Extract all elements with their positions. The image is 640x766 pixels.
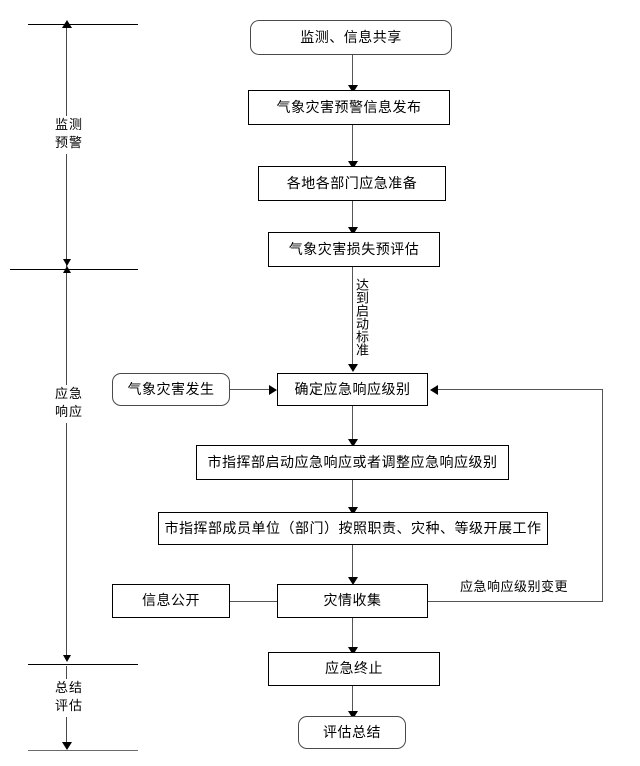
phase-divider-monitor-response [10,269,138,270]
edge-label-level-change: 应急响应级别变更 [458,576,571,595]
phase-label-response-line1: 应急 [54,387,83,402]
phase-label-response: 应急 响应 [42,385,96,423]
connector-n6-n7 [352,406,353,444]
phase-divider-bottom [28,750,138,751]
node-determine-response-level[interactable]: 确定应急响应级别 [277,373,428,406]
node-label: 评估总结 [323,724,381,741]
node-label: 灾情收集 [323,593,382,609]
arrowhead-n2-n3 [348,161,358,169]
arrowhead-n5-n6 [269,385,277,395]
connector-n4-n6 [352,266,353,367]
phase-label-monitor: 监测 预警 [42,116,96,154]
edge-label-start-criteria: 达到启动标准 [353,276,368,358]
connector-n1-n2 [352,54,353,90]
phase-label-monitor-line2: 预警 [54,136,83,151]
node-label: 气象灾害损失预评估 [288,241,420,258]
phase-span-response [66,272,67,660]
node-assessment-summary[interactable]: 评估总结 [298,716,406,749]
node-member-units-work[interactable]: 市指挥部成员单位（部门）按照职责、灾种、等级开展工作 [158,512,548,545]
connector-n5-n6 [230,389,272,390]
node-monitoring-info-sharing[interactable]: 监测、信息共享 [250,20,452,55]
phase-label-summary: 总结 评估 [42,679,96,717]
phase-arrow-monitor-bottom [63,259,71,266]
phase-arrow-response-top [63,266,71,273]
connector-n11-n12 [352,686,353,716]
phase-divider-response-summary [28,664,138,665]
arrowhead-n11-n12 [348,711,358,719]
feedback-segment-right [602,389,603,602]
arrowhead-n3-n4 [348,227,358,235]
arrowhead-n1-n2 [348,85,358,93]
connector-n2-n3 [352,124,353,166]
phase-label-response-line2: 响应 [54,405,83,420]
arrowhead-feedback-n6 [430,385,438,395]
node-loss-pre-assessment[interactable]: 气象灾害损失预评估 [268,232,440,267]
node-label: 各地各部门应急准备 [286,175,418,192]
node-label: 监测、信息共享 [300,29,402,46]
arrowhead-n8-n10 [348,577,358,585]
arrowhead-n6-n7 [348,439,358,447]
node-warning-release[interactable]: 气象灾害预警信息发布 [248,90,450,125]
phase-arrow-summary-bottom [62,742,72,750]
node-disaster-data-collection[interactable]: 灾情收集 [277,584,428,618]
node-label: 市指挥部成员单位（部门）按照职责、灾种、等级开展工作 [164,520,542,537]
node-label: 气象灾害发生 [127,381,215,398]
node-label: 确定应急响应级别 [294,381,411,398]
arrowhead-n10-n11 [348,647,358,655]
node-label: 信息公开 [142,593,200,609]
node-label: 气象灾害预警信息发布 [276,99,422,116]
node-label: 应急终止 [325,661,383,677]
phase-label-summary-line1: 总结 [54,681,83,696]
connector-n10-n9 [230,601,277,602]
phase-arrow-monitor-top [62,20,72,28]
feedback-segment-bottom [428,601,602,602]
connector-n7-n8 [352,480,353,512]
feedback-segment-top [437,389,603,390]
node-label: 市指挥部启动应急响应或者调整应急响应级别 [207,454,498,471]
phase-label-monitor-line1: 监测 [54,118,83,133]
phase-label-summary-line2: 评估 [54,699,83,714]
connector-n3-n4 [352,200,353,232]
node-emergency-termination[interactable]: 应急终止 [268,652,440,686]
connector-n10-n11 [352,618,353,652]
node-disaster-occurrence[interactable]: 气象灾害发生 [112,373,230,406]
arrowhead-n4-n6 [348,364,358,372]
phase-arrow-response-bottom [63,655,71,662]
phase-divider-top [28,24,138,25]
connector-n8-n10 [352,545,353,582]
node-department-preparation[interactable]: 各地各部门应急准备 [258,166,446,201]
node-command-start-or-adjust[interactable]: 市指挥部启动应急响应或者调整应急响应级别 [196,445,509,480]
arrowhead-n7-n8 [348,507,358,515]
node-information-disclosure[interactable]: 信息公开 [112,584,230,618]
